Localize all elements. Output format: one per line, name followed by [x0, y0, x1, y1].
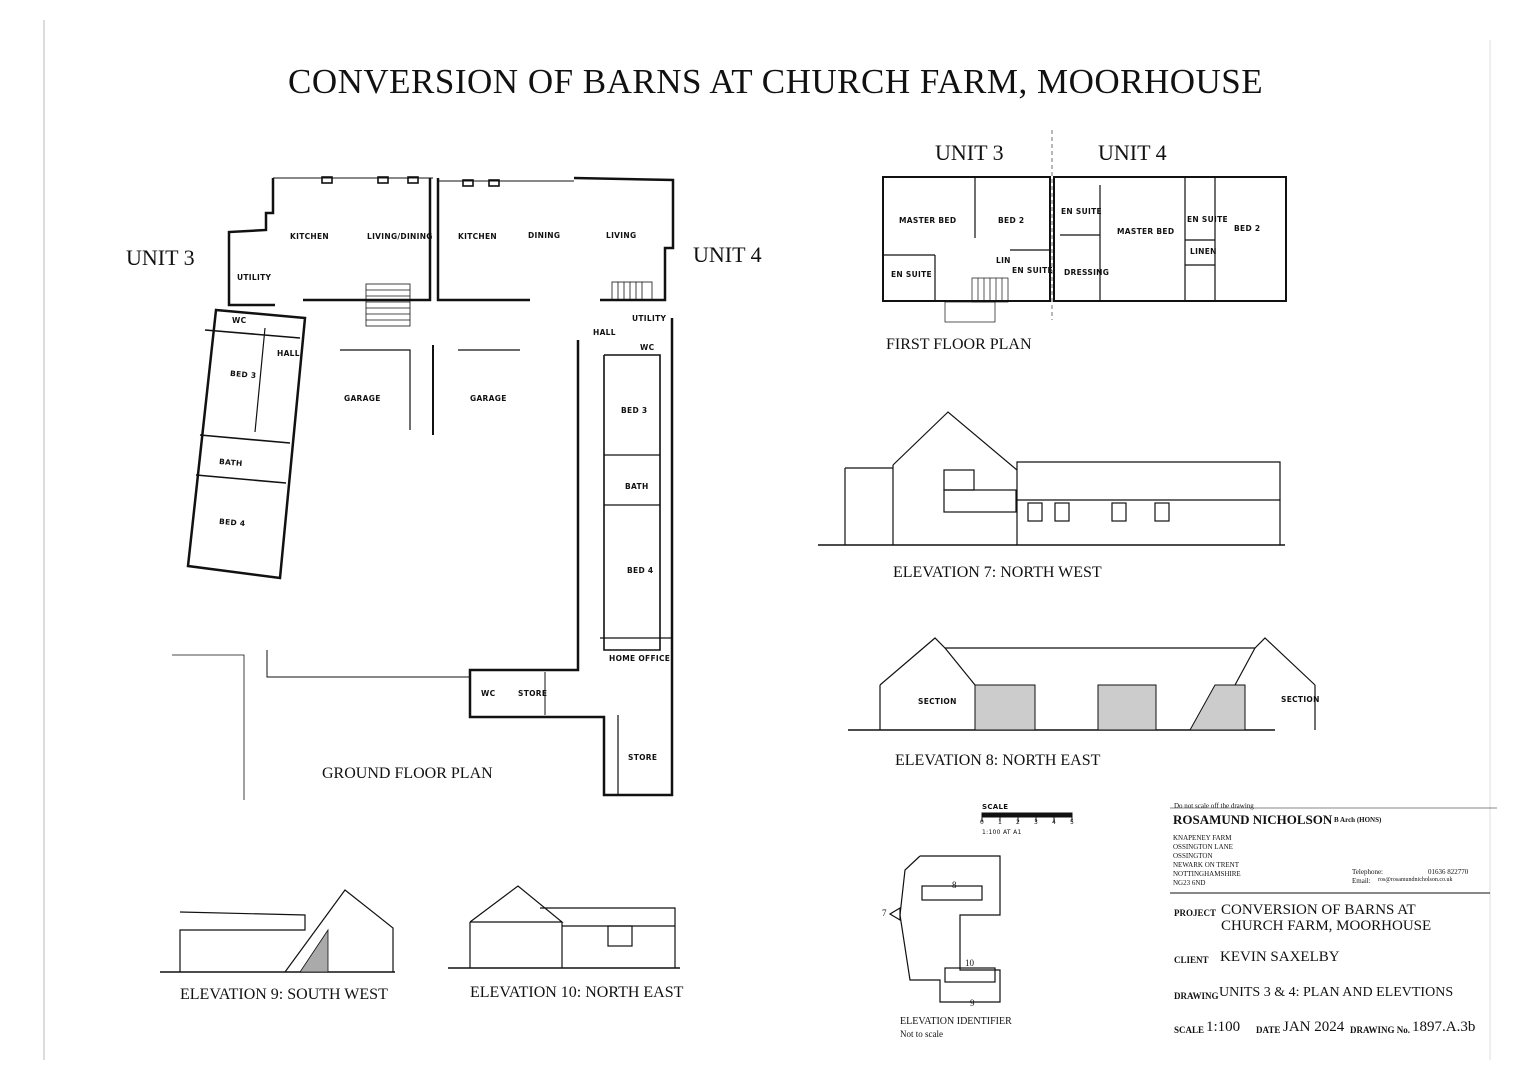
identifier-mark-10: 10: [965, 958, 974, 968]
room-kitchen-u3: KITCHEN: [290, 232, 329, 241]
client-value: KEVIN SAXELBY: [1220, 949, 1340, 965]
elevation-7-lines: [818, 411, 1285, 546]
address-line-3: OSSINGTON: [1173, 852, 1213, 860]
room-en-suite-b: EN SUITE: [1012, 266, 1053, 275]
ground-floor-plan-label: GROUND FLOOR PLAN: [322, 765, 493, 782]
room-en-suite-d: EN SUITE: [1187, 215, 1228, 224]
room-bath-u3: BATH: [218, 456, 243, 469]
room-kitchen-u4: KITCHEN: [458, 232, 497, 241]
identifier-mark-8: 8: [952, 880, 957, 890]
project-key: PROJECT: [1174, 908, 1217, 918]
scale-bar-title: SCALE: [982, 803, 1009, 811]
elevation-9-label: ELEVATION 9: SOUTH WEST: [180, 986, 388, 1003]
elevation-9-lines: [160, 889, 395, 973]
project-line-1: CONVERSION OF BARNS AT: [1221, 902, 1416, 918]
drawing-key: DRAWING: [1174, 991, 1219, 1001]
first-floor-plan-lines: [882, 130, 1287, 323]
room-store-1: STORE: [518, 689, 548, 698]
room-dressing: DRESSING: [1064, 268, 1110, 277]
email-label: Email:: [1352, 877, 1371, 885]
room-store-2: STORE: [628, 753, 658, 762]
ground-unit3-label: UNIT 3: [126, 245, 195, 270]
room-home-office: HOME OFFICE: [609, 654, 671, 663]
elevation-7-label: ELEVATION 7: NORTH WEST: [893, 564, 1102, 581]
elevation-10-label: ELEVATION 10: NORTH EAST: [470, 984, 684, 1001]
room-bed2-u4: BED 2: [1234, 224, 1261, 233]
identifier-label: ELEVATION IDENTIFIER: [900, 1016, 1012, 1027]
title-block-lines: [1170, 807, 1497, 894]
address-line-1: KNAPENEY FARM: [1173, 834, 1232, 842]
room-master-bed-u4: MASTER BED: [1117, 227, 1175, 236]
room-utility-u3: UTILITY: [237, 273, 272, 282]
first-unit4-label: UNIT 4: [1098, 140, 1167, 165]
drawing-title: CONVERSION OF BARNS AT CHURCH FARM, MOOR…: [288, 62, 1264, 101]
date-value: JAN 2024: [1283, 1019, 1345, 1035]
room-hall-u3: HALL: [277, 349, 300, 358]
scale-key: SCALE: [1174, 1025, 1205, 1035]
elevation-8-label: ELEVATION 8: NORTH EAST: [895, 752, 1101, 769]
firm-name: ROSAMUND NICHOLSON: [1173, 812, 1333, 827]
room-wc-u4: WC: [640, 343, 655, 352]
room-bed2-u3: BED 2: [998, 216, 1025, 225]
ground-floor-plan-lines: [172, 176, 675, 800]
first-floor-plan-label: FIRST FLOOR PLAN: [886, 336, 1032, 353]
room-wc-store: WC: [481, 689, 496, 698]
section-right-label: SECTION: [1281, 695, 1320, 704]
address-line-5: NOTTINGHAMSHIRE: [1173, 870, 1241, 878]
telephone-value: 01636 822770: [1428, 868, 1469, 876]
room-garage-1: GARAGE: [344, 394, 381, 403]
project-line-2: CHURCH FARM, MOORHOUSE: [1221, 918, 1432, 934]
scale-bar-note: 1:100 AT A1: [982, 829, 1022, 836]
client-key: CLIENT: [1174, 955, 1209, 965]
scale-value: 1:100: [1206, 1019, 1241, 1035]
room-wc-u3: WC: [232, 316, 247, 325]
scale-tick-0: 0: [980, 819, 985, 826]
identifier-mark-9: 9: [970, 998, 975, 1008]
room-living-dining: LIVING/DINING: [367, 232, 433, 241]
identifier-mark-7: 7: [882, 908, 887, 918]
first-unit3-label: UNIT 3: [935, 140, 1004, 165]
room-bath-u4: BATH: [625, 482, 649, 491]
room-garage-2: GARAGE: [470, 394, 507, 403]
elevation-8-lines: [848, 637, 1316, 731]
drawing-no-value: 1897.A.3b: [1412, 1019, 1476, 1035]
email-value: ros@rosamundnicholson.co.uk: [1378, 877, 1453, 883]
room-lin: LIN: [996, 256, 1011, 265]
room-dining: DINING: [528, 231, 561, 240]
ground-unit4-label: UNIT 4: [693, 242, 762, 267]
room-linen: LINEN: [1190, 247, 1217, 256]
room-bed3-u4: BED 3: [621, 406, 648, 415]
elevation-10-lines: [448, 885, 680, 969]
room-utility-u4: UTILITY: [632, 314, 667, 323]
scale-tick-5: 5: [1070, 819, 1075, 826]
scale-tick-1: 1: [998, 819, 1003, 826]
identifier-note: Not to scale: [900, 1029, 943, 1039]
drawing-value: UNITS 3 & 4: PLAN AND ELEVTIONS: [1219, 985, 1454, 1000]
telephone-label: Telephone:: [1352, 868, 1383, 876]
room-en-suite-a: EN SUITE: [891, 270, 932, 279]
drawing-no-key: DRAWING No.: [1350, 1025, 1411, 1035]
scale-tick-3: 3: [1034, 819, 1039, 826]
elevation-identifier-lines: [888, 855, 1001, 1003]
room-hall-u4: HALL: [593, 328, 616, 337]
scale-tick-2: 2: [1016, 819, 1021, 826]
address-line-2: OSSINGTON LANE: [1173, 843, 1233, 851]
scale-bar-lines: [981, 812, 1073, 822]
room-master-bed-u3: MASTER BED: [899, 216, 957, 225]
firm-qualification: B Arch (HONS): [1334, 816, 1382, 824]
room-en-suite-c: EN SUITE: [1061, 207, 1102, 216]
address-line-6: NG23 6ND: [1173, 879, 1206, 887]
scale-tick-4: 4: [1052, 819, 1057, 826]
section-left-label: SECTION: [918, 697, 957, 706]
date-key: DATE: [1256, 1025, 1281, 1035]
no-scale-notice: Do not scale off the drawing: [1174, 802, 1254, 810]
address-line-4: NEWARK ON TRENT: [1173, 861, 1239, 869]
room-bed4-u4: BED 4: [627, 566, 654, 575]
room-living: LIVING: [606, 231, 637, 240]
